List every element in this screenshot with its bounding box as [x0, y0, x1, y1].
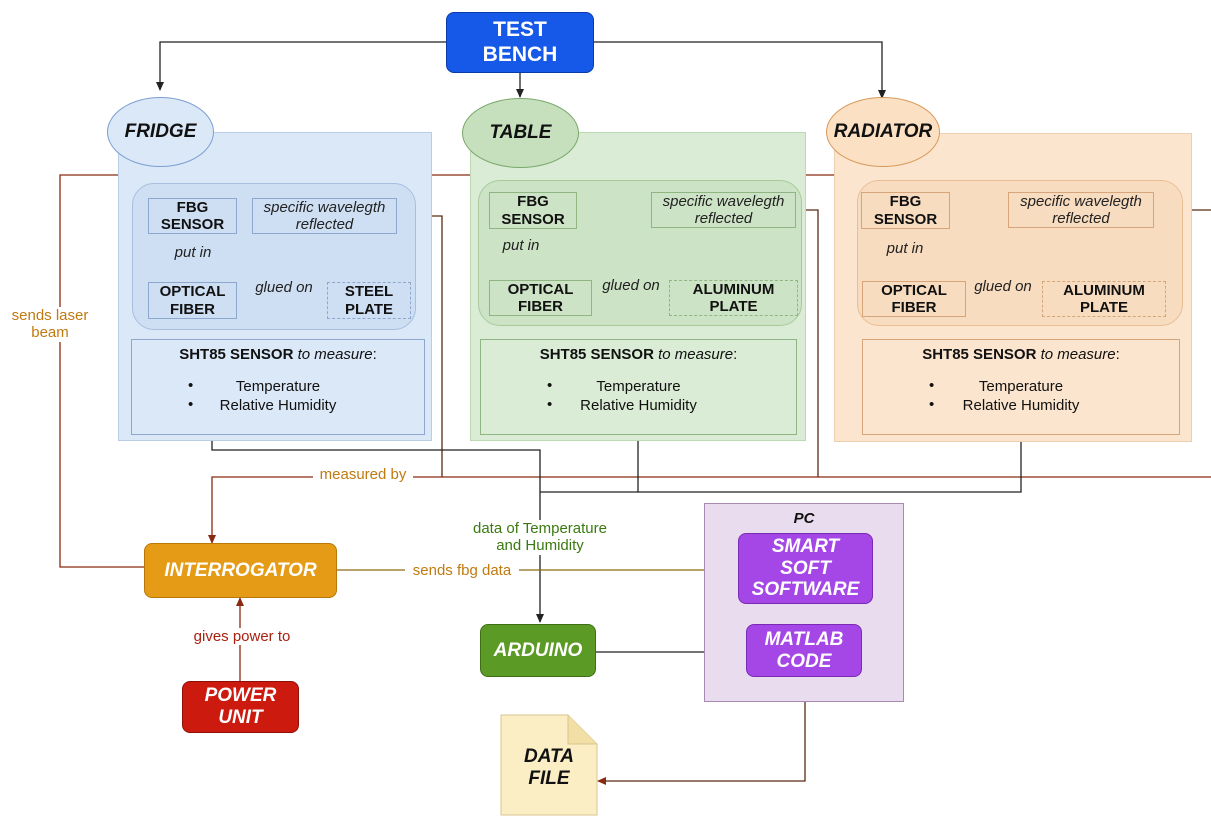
- fridge-fbg-sensor: FBG SENSOR: [148, 198, 237, 234]
- radiator-bullet-2: •: [929, 396, 935, 413]
- table-fbg-sensor: FBG SENSOR: [489, 192, 577, 229]
- radiator-temperature: Temperature: [978, 378, 1064, 395]
- table-bullet-2: •: [547, 396, 553, 413]
- radiator-sht85-box: SHT85 SENSOR to measure: • Temperature •…: [862, 339, 1180, 435]
- fridge-reflected: specific wavelegth reflected: [252, 198, 397, 234]
- test-bench-node: TEST BENCH: [446, 12, 594, 73]
- data-file-icon: [500, 714, 598, 816]
- fridge-put-in-label: put in: [174, 244, 212, 261]
- arduino-node: ARDUINO: [480, 624, 596, 677]
- line-bench-radiator: [594, 41, 886, 99]
- fridge-sht85-box: SHT85 SENSOR to measure: • Temperature •…: [131, 339, 425, 435]
- data-temp-humidity-label: data of Temperature and Humidity: [455, 520, 625, 555]
- fridge-optical-fiber: OPTICAL FIBER: [148, 282, 237, 319]
- line-sht-table: [540, 434, 639, 493]
- line-sht-radiator: [638, 434, 1022, 493]
- fridge-humidity: Relative Humidity: [219, 397, 337, 414]
- fridge-temperature: Temperature: [235, 378, 321, 395]
- table-humidity: Relative Humidity: [580, 397, 697, 414]
- radiator-reflected: specific wavelegth reflected: [1008, 192, 1154, 228]
- radiator-put-in-label: put in: [886, 240, 924, 257]
- table-put-in-label: put in: [502, 237, 540, 254]
- table-aluminum-plate: ALUMINUM PLATE: [669, 280, 798, 316]
- data-file-label: DATA FILE: [524, 746, 574, 789]
- radiator-fbg-sensor: FBG SENSOR: [861, 192, 950, 229]
- table-ellipse: TABLE: [462, 98, 579, 168]
- radiator-optical-fiber: OPTICAL FIBER: [862, 281, 966, 317]
- smart-soft-node: SMART SOFT SOFTWARE: [738, 533, 873, 604]
- radiator-bullet-1: •: [929, 377, 935, 394]
- power-unit-node: POWER UNIT: [182, 681, 299, 733]
- table-temperature: Temperature: [596, 378, 681, 395]
- table-reflected: specific wavelegth reflected: [651, 192, 796, 228]
- fridge-bullet-2: •: [188, 396, 194, 413]
- fridge-steel-plate: STEEL PLATE: [327, 282, 411, 319]
- table-optical-fiber: OPTICAL FIBER: [489, 280, 592, 316]
- interrogator-node: INTERROGATOR: [144, 543, 337, 598]
- measured-by-label: measured by: [313, 466, 413, 484]
- pc-label: PC: [793, 510, 815, 527]
- matlab-node: MATLAB CODE: [746, 624, 862, 677]
- line-matlab-datafile: [597, 686, 806, 785]
- table-sht85-box: SHT85 SENSOR to measure: • Temperature •…: [480, 339, 797, 435]
- radiator-ellipse: RADIATOR: [826, 97, 940, 167]
- line-bench-fridge: [156, 41, 448, 91]
- line-measured-by: [208, 476, 1211, 544]
- radiator-aluminum-plate: ALUMINUM PLATE: [1042, 281, 1166, 317]
- table-glued-on-label: glued on: [602, 277, 660, 294]
- table-bullet-1: •: [547, 377, 553, 394]
- fridge-glued-on-label: glued on: [255, 279, 313, 296]
- fridge-sht85-title: SHT85 SENSOR to measure:: [179, 346, 377, 363]
- sends-laser-label: sends laser beam: [6, 307, 94, 342]
- radiator-humidity: Relative Humidity: [962, 397, 1080, 414]
- fridge-bullet-1: •: [188, 377, 194, 394]
- gives-power-label: gives power to: [180, 628, 304, 646]
- fridge-ellipse: FRIDGE: [107, 97, 214, 167]
- radiator-sht85-title: SHT85 SENSOR to measure:: [922, 346, 1120, 363]
- table-sht85-title: SHT85 SENSOR to measure:: [539, 346, 738, 363]
- sends-fbg-data-label: sends fbg data: [405, 562, 519, 580]
- radiator-glued-on-label: glued on: [974, 278, 1032, 295]
